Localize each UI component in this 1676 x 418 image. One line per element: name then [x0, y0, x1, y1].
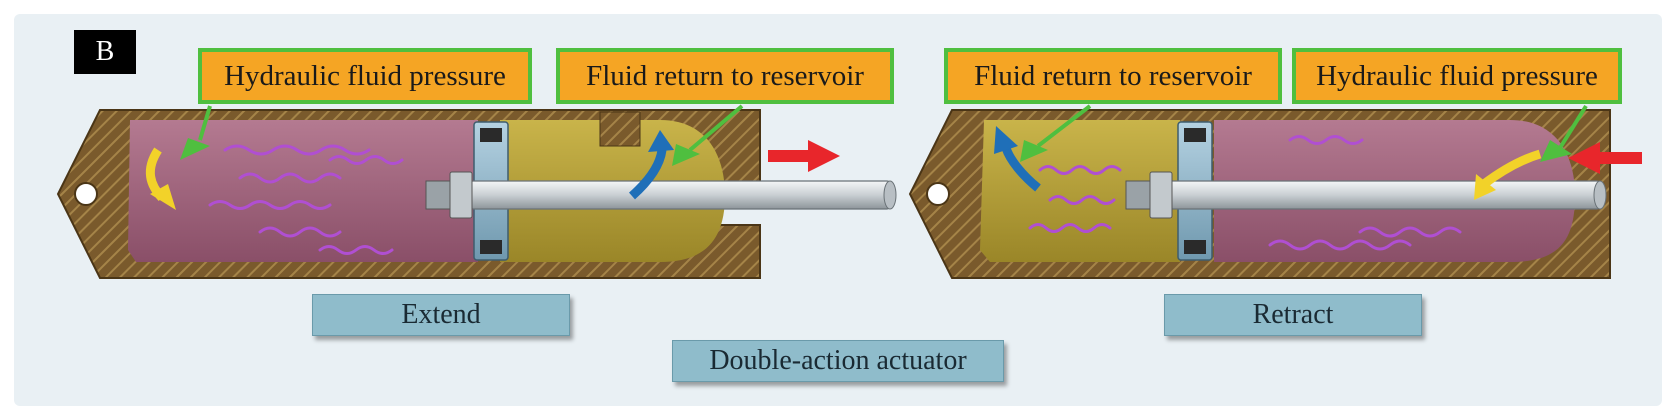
- extend-cylinder: [56, 109, 897, 279]
- pointer-retract-return: [1036, 104, 1092, 148]
- caption-extend: Extend: [312, 294, 570, 336]
- pointer-retract-pressure: [1558, 104, 1588, 150]
- pointer-extend-pressure: [198, 105, 212, 141]
- caption-retract: Retract: [1164, 294, 1422, 336]
- panel-label: B: [74, 30, 136, 74]
- callout-extend-pressure: Hydraulic fluid pressure: [198, 48, 532, 104]
- extend-pressure-chamber: [128, 120, 478, 262]
- retract-cylinder: [908, 109, 1642, 279]
- extend-motion-arrow: [768, 140, 840, 172]
- retract-motion-arrow: [1568, 142, 1642, 174]
- callout-retract-return: Fluid return to reservoir: [944, 48, 1282, 104]
- retract-mount-hole: [926, 182, 950, 206]
- extend-rod: [469, 180, 891, 210]
- retract-rod: [1159, 180, 1601, 210]
- callout-retract-pressure: Hydraulic fluid pressure: [1292, 48, 1622, 104]
- extend-return-arrow: [628, 149, 667, 200]
- caption-main: Double-action actuator: [672, 340, 1004, 382]
- pointer-extend-return: [688, 104, 744, 152]
- extend-mount-hole: [74, 182, 98, 206]
- retract-pressure-arrow: [1481, 149, 1542, 188]
- callout-extend-return: Fluid return to reservoir: [556, 48, 894, 104]
- retract-return-arrow: [1001, 146, 1041, 192]
